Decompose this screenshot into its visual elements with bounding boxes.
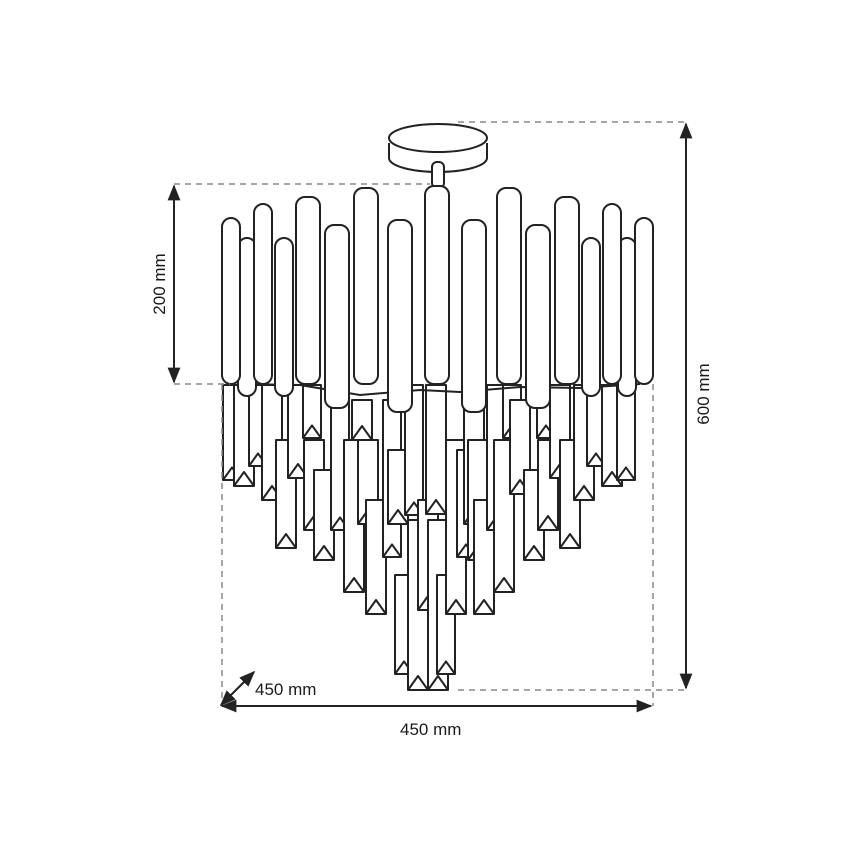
crystal-prism	[387, 449, 409, 525]
upper-rod	[461, 219, 487, 413]
upper-rod	[295, 196, 321, 385]
depth-label: 450 mm	[255, 680, 317, 699]
crystal-prisms	[222, 384, 636, 691]
upper-rod	[253, 203, 273, 385]
frame-ring	[239, 383, 641, 396]
upper-rod	[324, 224, 350, 409]
upper-rod	[387, 219, 413, 413]
crystal-prism	[404, 384, 424, 516]
upper-rods	[221, 185, 654, 413]
width-label: 450 mm	[400, 720, 462, 739]
crystal-prism	[616, 384, 636, 481]
crystal-prism	[313, 469, 335, 561]
upper-rod	[424, 185, 450, 385]
depth-450-arrow	[219, 670, 256, 707]
upper-rod	[221, 217, 241, 385]
crystal-prism	[351, 399, 373, 441]
upper-rod	[274, 237, 294, 397]
upper-rod	[602, 203, 622, 385]
ceiling-canopy	[388, 123, 488, 189]
crystal-prism	[425, 384, 447, 515]
upper-rod	[634, 217, 654, 385]
total-height-label: 600 mm	[694, 363, 713, 425]
body-height-label: 200 mm	[150, 253, 169, 315]
upper-rod	[525, 224, 551, 409]
dimension-lines	[174, 121, 686, 706]
upper-rod	[496, 187, 522, 385]
upper-rod	[353, 187, 379, 385]
upper-rod	[554, 196, 580, 385]
crystal-prism	[302, 384, 322, 439]
upper-rod	[581, 237, 601, 397]
